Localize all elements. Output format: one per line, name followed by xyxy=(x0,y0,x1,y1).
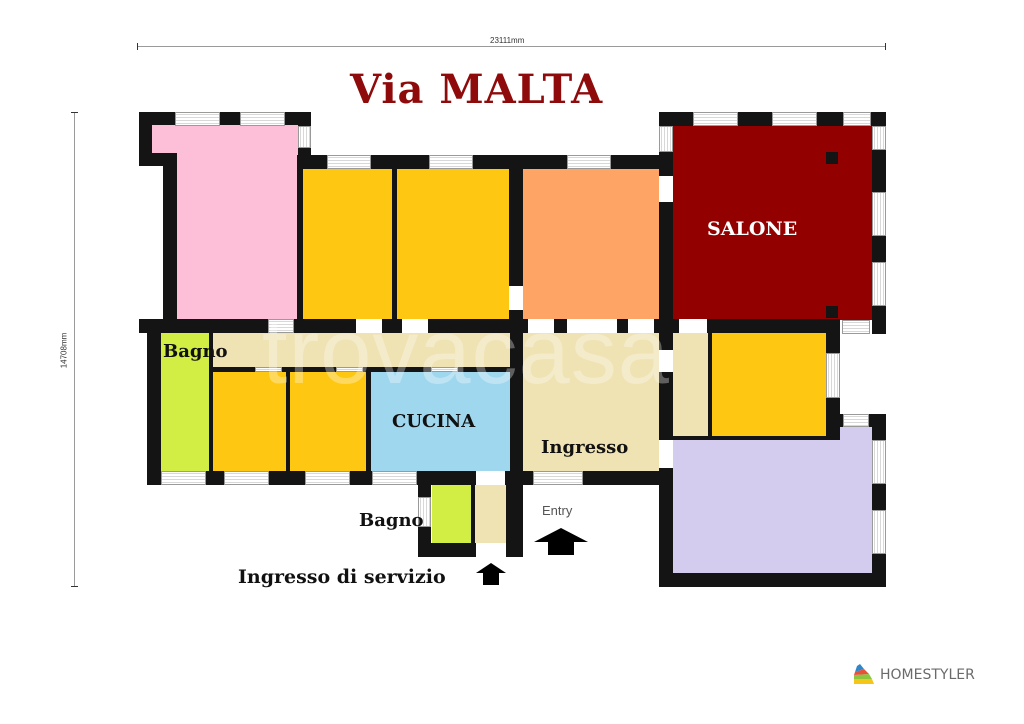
room-lavender xyxy=(840,427,872,441)
doorway xyxy=(476,543,505,557)
wall xyxy=(659,112,673,334)
window xyxy=(240,112,285,126)
wall xyxy=(510,333,523,485)
wall xyxy=(506,471,523,557)
window xyxy=(224,471,269,485)
doorway xyxy=(659,350,673,372)
wall xyxy=(297,155,303,325)
wall xyxy=(163,152,177,320)
window xyxy=(372,471,417,485)
room-label-cucina: CUCINA xyxy=(392,411,476,432)
doorway xyxy=(628,319,654,333)
doorway xyxy=(528,319,554,333)
room-cucina xyxy=(371,372,510,471)
window xyxy=(693,112,738,126)
room-bedroom-yellow-3 xyxy=(213,372,286,471)
wall xyxy=(659,333,673,413)
window xyxy=(255,367,282,372)
room-bagno-main xyxy=(161,333,209,471)
window xyxy=(305,471,350,485)
room-label-ingresso: Ingresso xyxy=(541,437,629,458)
doorway xyxy=(402,319,428,333)
window xyxy=(336,367,363,372)
homestyler-logo-icon xyxy=(854,664,874,684)
window xyxy=(567,155,611,169)
wall xyxy=(673,436,840,440)
window xyxy=(268,319,294,333)
room-label-salone: SALONE xyxy=(707,218,798,240)
width-dimension-tick-right xyxy=(885,43,886,50)
room-bedroom-yellow-2 xyxy=(397,169,509,319)
wall xyxy=(209,333,213,471)
window xyxy=(429,155,473,169)
room-ingresso xyxy=(523,333,660,471)
wall xyxy=(659,573,886,587)
wall xyxy=(509,155,523,325)
street-title: Via MALTA xyxy=(350,66,604,113)
window xyxy=(327,155,371,169)
doorway xyxy=(476,471,505,485)
column xyxy=(826,306,838,318)
height-dimension-tick-bottom xyxy=(71,586,78,587)
wall xyxy=(471,485,475,543)
window xyxy=(826,353,840,398)
wall xyxy=(286,372,290,471)
width-dimension-line xyxy=(137,46,886,47)
room-label-bagno-service: Bagno xyxy=(359,510,424,531)
window xyxy=(175,112,220,126)
window xyxy=(872,192,886,236)
window xyxy=(872,126,886,150)
window xyxy=(843,414,869,427)
doorway xyxy=(659,440,673,468)
wall xyxy=(418,543,478,557)
window xyxy=(872,262,886,306)
wall xyxy=(147,319,161,485)
doorway xyxy=(567,319,617,333)
window xyxy=(161,471,206,485)
wall xyxy=(139,112,311,126)
room-passage xyxy=(673,333,708,437)
room-corridor xyxy=(213,333,510,367)
entrance-door xyxy=(533,471,583,485)
room-service-corridor xyxy=(475,485,506,543)
doorway xyxy=(659,176,673,202)
wall xyxy=(366,372,371,471)
room-bagno-service xyxy=(432,485,471,543)
window xyxy=(842,320,870,334)
height-dimension-tick-top xyxy=(71,112,78,113)
homestyler-brand-name: HOMESTYLER xyxy=(880,667,975,683)
wall xyxy=(392,169,397,320)
room-bedroom-yellow-1 xyxy=(303,169,392,319)
window xyxy=(418,497,431,527)
doorway xyxy=(679,319,707,333)
wall xyxy=(708,320,712,437)
room-bedroom-yellow-5 xyxy=(712,333,826,436)
window xyxy=(298,126,311,148)
window xyxy=(659,126,673,152)
doorway xyxy=(356,319,382,333)
window xyxy=(431,367,458,372)
height-dimension-label: 14708mm xyxy=(59,332,69,369)
wall xyxy=(139,319,840,333)
height-dimension-line xyxy=(74,112,75,587)
doorway xyxy=(509,286,523,310)
room-lavender xyxy=(673,440,872,573)
entry-label: Entry xyxy=(542,503,573,518)
room-bedroom-yellow-4 xyxy=(290,372,366,471)
width-dimension-tick-left xyxy=(137,43,138,50)
room-label-bagno-main: Bagno xyxy=(163,341,228,362)
room-orange xyxy=(523,169,660,319)
column xyxy=(826,152,838,164)
service-entrance-label: Ingresso di servizio xyxy=(238,566,446,588)
homestyler-logo xyxy=(852,662,876,686)
window xyxy=(872,440,886,484)
room-salone xyxy=(673,126,872,320)
window xyxy=(843,112,871,126)
window xyxy=(872,510,886,554)
room-bedroom-pink xyxy=(177,125,298,320)
width-dimension-label: 23111mm xyxy=(490,36,525,45)
window xyxy=(772,112,817,126)
